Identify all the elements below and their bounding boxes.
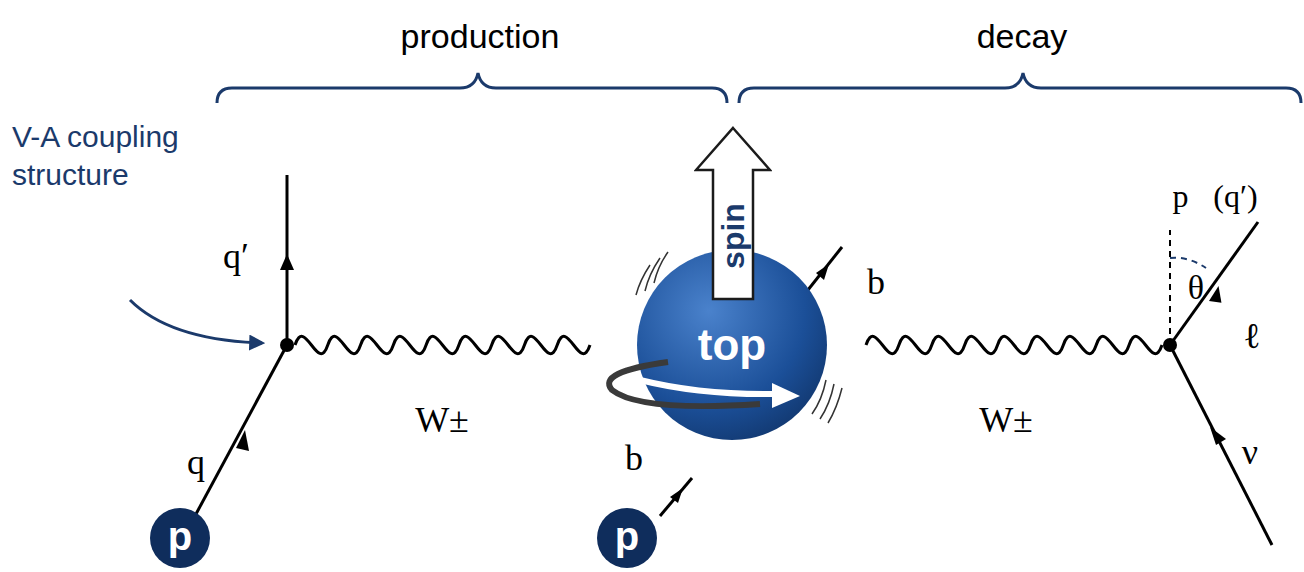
- section-title: production: [401, 17, 560, 56]
- proton-label: p: [615, 514, 639, 559]
- proton-circle: p: [150, 508, 210, 568]
- spin-arrow: spin: [694, 126, 772, 302]
- proton-label: p: [168, 514, 192, 559]
- particle-label: b: [867, 261, 885, 303]
- proton-circle: p: [597, 508, 657, 568]
- particle-label: b: [625, 437, 643, 479]
- particle-label: ℓ: [1243, 315, 1260, 357]
- callout-note: V-A coupling structure: [12, 118, 202, 193]
- spin-label: spin: [715, 203, 752, 269]
- boson-label: W±: [415, 399, 469, 441]
- particle-label: q′: [223, 235, 249, 277]
- angle-label: θ: [1188, 269, 1204, 307]
- section-title: decay: [977, 17, 1068, 56]
- axis-label: p⃗(q′): [1172, 178, 1257, 215]
- particle-name: top: [698, 320, 766, 370]
- particle-label: ν: [1242, 431, 1258, 473]
- boson-label: W±: [979, 399, 1033, 441]
- particle-label: q: [187, 441, 205, 483]
